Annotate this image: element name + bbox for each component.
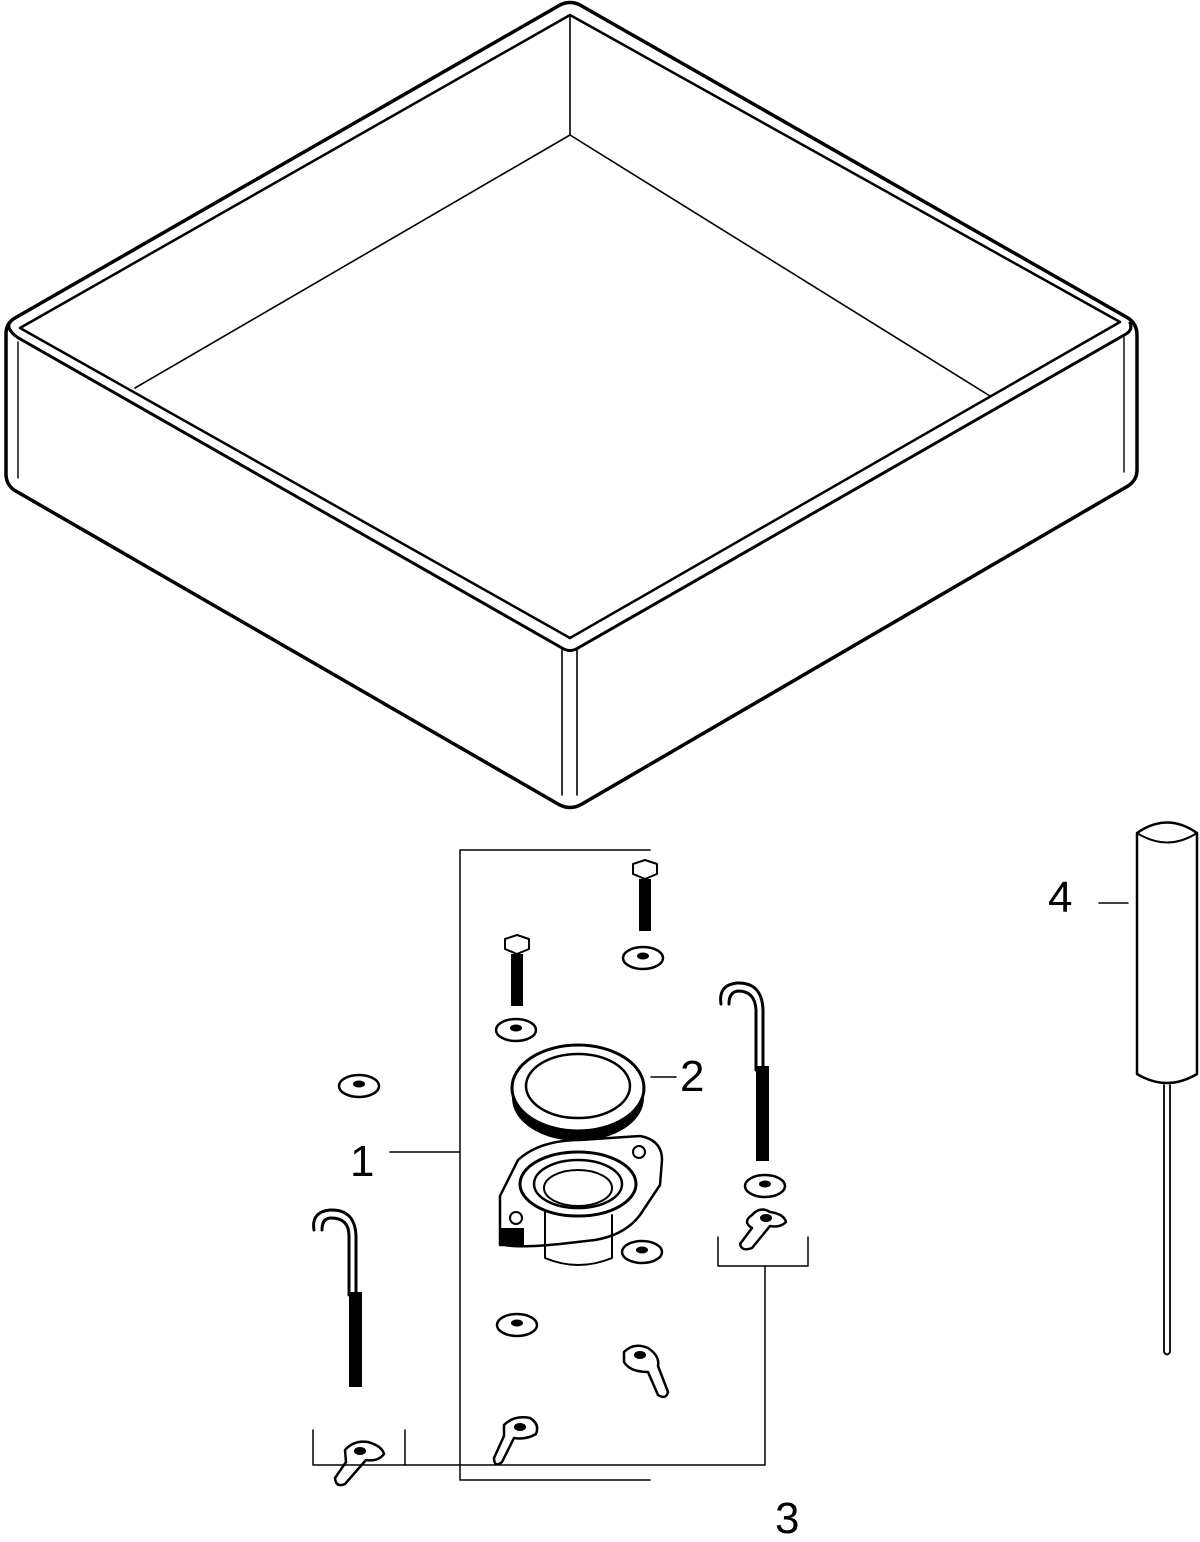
drain-flange (498, 1134, 664, 1266)
j-hook-bolt-right (719, 981, 769, 1161)
washer-1 (621, 945, 665, 971)
wing-nut-lower (492, 1416, 539, 1466)
wing-nut-right (738, 1208, 788, 1251)
set-1-bracket (389, 849, 651, 1481)
installation-key-tool (1135, 821, 1199, 1356)
callout-1: 1 (350, 1137, 374, 1186)
callout-2: 2 (680, 1052, 704, 1101)
washer-6 (337, 1073, 381, 1099)
callout-3: 3 (775, 1494, 799, 1542)
washer-4 (495, 1312, 539, 1338)
washer-5 (743, 1173, 787, 1199)
set-3-bracket (312, 1236, 809, 1466)
hex-bolt-upper (632, 859, 658, 931)
seal-ring (510, 1043, 646, 1141)
j-hook-bolt-left (312, 1208, 362, 1387)
wing-nut-mid (622, 1344, 670, 1399)
washer-3 (620, 1239, 664, 1265)
hex-bolt-lower (504, 934, 530, 1006)
square-basin (4, 0, 1139, 810)
wing-nut-left (333, 1440, 386, 1487)
washer-2 (494, 1017, 538, 1043)
leader-lines (650, 902, 1129, 1078)
callout-4: 4 (1048, 873, 1072, 922)
